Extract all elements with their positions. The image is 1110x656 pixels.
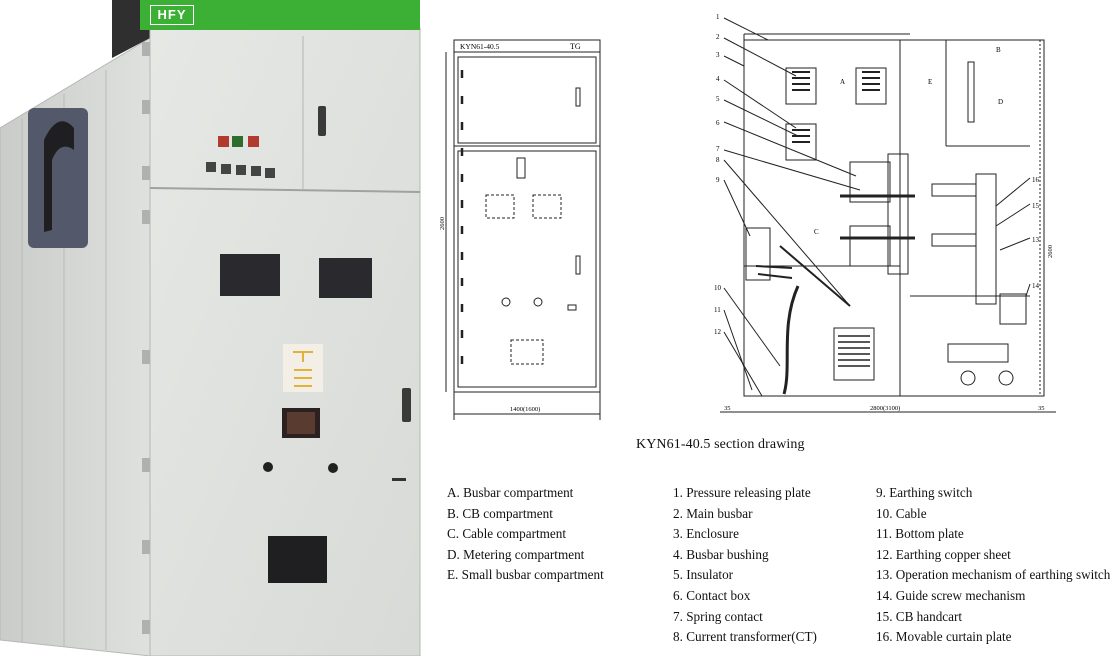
- part-label: 1: [716, 13, 720, 21]
- lower-viewing-window: [268, 536, 327, 583]
- compartment-label-c: C: [814, 228, 819, 236]
- part-label: 5: [716, 95, 720, 103]
- brand-logo: HFY: [150, 5, 194, 25]
- legend-item: 12. Earthing copper sheet: [876, 546, 1011, 562]
- viewing-window-right: [319, 258, 372, 298]
- section-drawing: A B C D E 1 2 3 4 5 6 7 8 9 10 11 12 13 …: [714, 13, 1056, 413]
- part-label: 8: [716, 156, 720, 164]
- part-number-labels: 1 2 3 4 5 6 7 8 9 10 11 12 13 14 15 16: [714, 13, 1040, 336]
- front-elevation-drawing: KYN61-40.5 TG 2600 1400(1600): [439, 39, 601, 420]
- part-label: 2: [716, 33, 720, 41]
- compartment-label-a: A: [840, 78, 845, 86]
- part-label: 10: [714, 284, 722, 292]
- compartment-label-b: B: [996, 46, 1001, 54]
- viewing-window-left: [220, 254, 280, 296]
- legend-item: 1. Pressure releasing plate: [673, 485, 811, 500]
- section-depth-dimension: 2800(3100): [870, 405, 900, 412]
- legend-item: 15. CB handcart: [876, 608, 963, 624]
- legend-item: 6. Contact box: [673, 587, 751, 603]
- part-label: 12: [714, 328, 722, 336]
- front-width-dimension: 1400(1600): [510, 406, 540, 413]
- legend-item: B. CB compartment: [447, 505, 553, 521]
- legend-item: 2. Main busbar: [673, 505, 753, 521]
- part-label: 11: [714, 306, 721, 314]
- legend-item: 3. Enclosure: [673, 526, 739, 542]
- part-label: 7: [716, 145, 720, 153]
- section-drawing-caption: KYN61-40.5 section drawing: [636, 437, 805, 452]
- part-label: 16: [1032, 176, 1040, 184]
- compartment-label-d: D: [998, 98, 1003, 106]
- front-height-dimension: 2600: [439, 217, 446, 230]
- legend-item: 8. Current transformer(CT): [673, 629, 817, 645]
- legend-item: 14. Guide screw mechanism: [876, 587, 1026, 603]
- compartment-legend: A. Busbar compartment B. CB compartment …: [447, 483, 604, 586]
- compartment-label-e: E: [928, 78, 932, 86]
- parts-legend-column-1: 1. Pressure releasing plate 2. Main busb…: [673, 483, 817, 648]
- section-height-dimension: 2600: [1047, 245, 1054, 258]
- legend-item: C. Cable compartment: [447, 526, 567, 542]
- section-edge-dimension-left: 35: [724, 405, 731, 412]
- section-edge-dimension-right: 35: [1038, 405, 1045, 412]
- legend-item: A. Busbar compartment: [447, 485, 574, 500]
- part-label: 15: [1032, 202, 1040, 210]
- part-label: 6: [716, 119, 720, 127]
- legend-item: 11. Bottom plate: [876, 526, 964, 542]
- part-label: 13: [1032, 236, 1040, 244]
- legend-item: 7. Spring contact: [673, 608, 763, 624]
- front-model-label: KYN61-40.5: [460, 42, 500, 51]
- legend-item: 10. Cable: [876, 505, 927, 521]
- part-label: 4: [716, 75, 720, 83]
- part-label: 3: [716, 51, 720, 59]
- control-buttons: [206, 136, 275, 178]
- parts-legend-column-2: 9. Earthing switch 10. Cable 11. Bottom …: [876, 483, 1110, 648]
- switchgear-cabinet-photo: [0, 0, 421, 656]
- legend-item: 4. Busbar bushing: [673, 546, 769, 562]
- legend-item: 5. Insulator: [673, 567, 734, 583]
- part-label: 9: [716, 176, 720, 184]
- part-label: 14: [1032, 282, 1040, 290]
- front-tag-label: TG: [570, 42, 581, 51]
- legend-item: 9. Earthing switch: [876, 485, 973, 500]
- legend-item: 13. Operation mechanism of earthing swit…: [876, 567, 1110, 583]
- legend-item: E. Small busbar compartment: [447, 567, 604, 583]
- legend-item: 16. Movable curtain plate: [876, 629, 1012, 645]
- legend-item: D. Metering compartment: [447, 546, 585, 562]
